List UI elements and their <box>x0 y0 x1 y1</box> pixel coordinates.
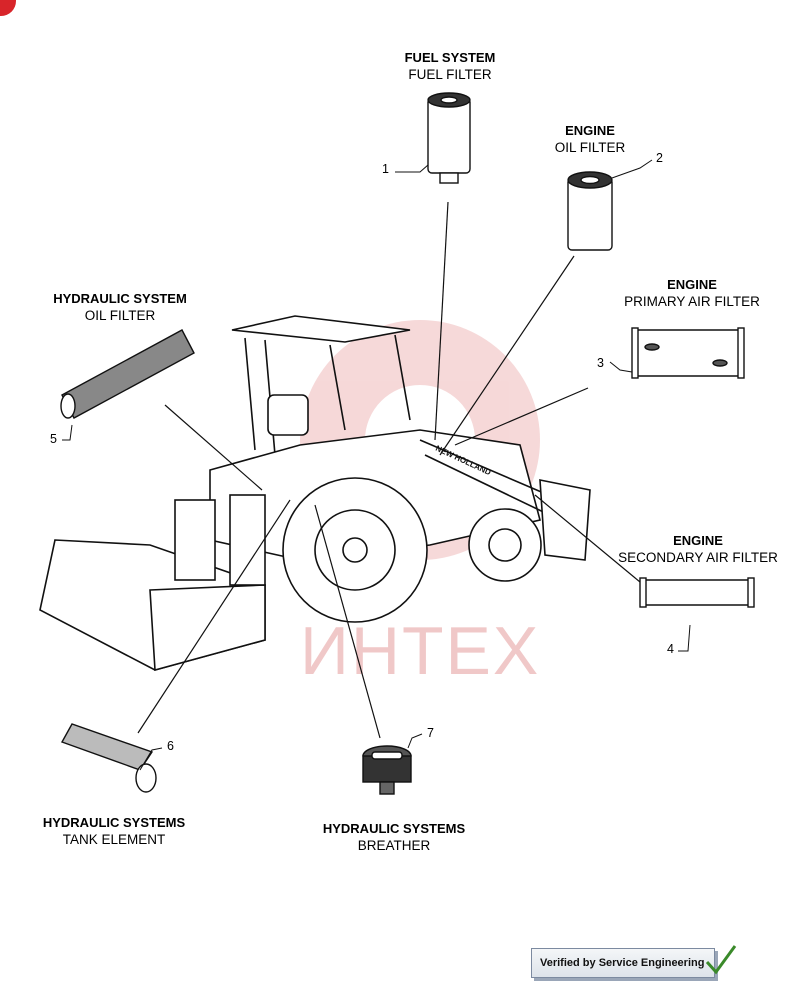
callout-7-system: HYDRAULIC SYSTEMS <box>322 821 466 836</box>
callout-1-number: 1 <box>382 162 389 176</box>
callout-3-system: ENGINE <box>667 277 717 292</box>
callout-2-label: ENGINE OIL FILTER <box>540 122 640 156</box>
callout-6-label: HYDRAULIC SYSTEMS TANK ELEMENT <box>30 814 198 848</box>
secondary-air-filter-icon <box>639 577 755 608</box>
callout-3-label: ENGINE PRIMARY AIR FILTER <box>614 276 770 310</box>
hydraulic-oil-filter-icon <box>60 329 195 419</box>
callout-7-label: HYDRAULIC SYSTEMS BREATHER <box>310 820 478 854</box>
callout-5-part: OIL FILTER <box>84 308 156 323</box>
callout-1-part: FUEL FILTER <box>408 67 492 82</box>
callout-2-part: OIL FILTER <box>554 140 626 155</box>
callout-5-system: HYDRAULIC SYSTEM <box>53 291 187 306</box>
engine-oil-filter-icon <box>567 171 613 251</box>
callout-5-number: 5 <box>50 432 57 446</box>
callout-7-part: BREATHER <box>357 838 431 853</box>
callout-2-system: ENGINE <box>565 123 615 138</box>
callout-6-number: 6 <box>167 739 174 753</box>
callout-4-label: ENGINE SECONDARY AIR FILTER <box>611 532 785 566</box>
checkmark-icon <box>705 945 737 975</box>
callout-6-part: TANK ELEMENT <box>62 832 166 847</box>
callout-4-system: ENGINE <box>673 533 723 548</box>
tractor-loader-illustration: NEW HOLLAND <box>39 315 591 672</box>
watermark-text: ИНТЕХ <box>300 613 541 689</box>
leader-lines <box>137 201 641 739</box>
tank-element-icon <box>60 723 157 793</box>
primary-air-filter-icon <box>631 327 745 379</box>
callout-6-system: HYDRAULIC SYSTEMS <box>42 815 186 830</box>
callout-1-label: FUEL SYSTEM FUEL FILTER <box>385 49 515 83</box>
callout-3-part: PRIMARY AIR FILTER <box>624 294 760 309</box>
callout-7-number: 7 <box>427 726 434 740</box>
callout-5-label: HYDRAULIC SYSTEM OIL FILTER <box>42 290 198 324</box>
callout-1-system: FUEL SYSTEM <box>404 50 496 65</box>
callout-4-number: 4 <box>667 642 674 656</box>
fuel-filter-icon <box>427 92 471 184</box>
breather-icon <box>362 745 412 795</box>
number-ticks <box>62 159 691 771</box>
verified-badge: Verified by Service Engineering <box>531 948 715 978</box>
callout-2-number: 2 <box>656 151 663 165</box>
callout-4-part: SECONDARY AIR FILTER <box>618 550 778 565</box>
callout-3-number: 3 <box>597 356 604 370</box>
